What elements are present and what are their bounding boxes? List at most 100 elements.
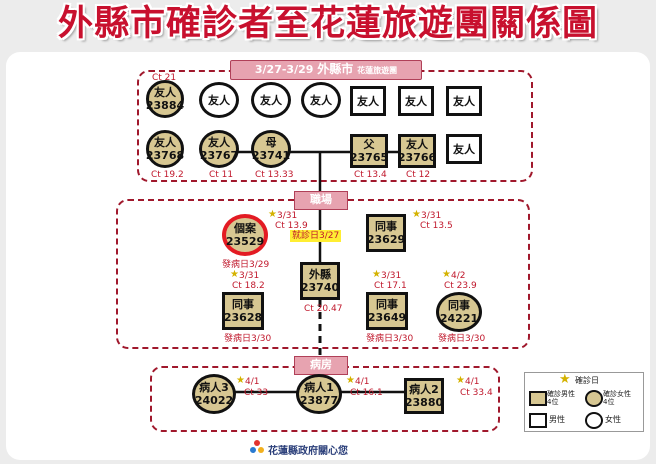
ct-value-23877: Ct 16.1 [350,388,383,398]
confirm-date-24221: 4/2 [451,271,466,281]
tour-suffix: 花蓮旅遊團 [357,66,398,75]
case-number: 23649 [367,311,407,324]
tour-tag: 3/27-3/29 外縣市 花蓮旅遊團 [230,60,422,80]
ct-value-23741: Ct 13.33 [255,170,294,180]
tour-city: 外縣市 [317,62,354,76]
case-number: 23880 [404,396,444,409]
node-label: 友人 [453,142,475,156]
confirm-date-24022: 4/1 [245,377,260,387]
legend-confirmed-female-swatch [585,390,603,407]
ct-value-23628: Ct 18.2 [232,281,265,291]
onset-date-23529: 發病日3/29 [222,260,270,270]
ct-value-23884: Ct 21 [152,73,177,83]
friend-male-node: 友人 [350,86,386,116]
onset-date-23628: 發病日3/30 [224,334,272,344]
friend-male-node: 友人 [446,86,482,116]
star-icon: ★ [236,375,245,386]
case-number: 23628 [223,311,263,324]
ct-value-23740: Ct 20.47 [304,304,343,314]
node-label: 同事 [376,298,398,311]
confirm-date-23628: 3/31 [239,271,260,281]
legend-male-swatch [529,413,547,428]
node-label: 友人 [154,86,176,99]
friend-female-node: 友人 [301,82,341,118]
ct-value-23880: Ct 33.4 [460,388,493,398]
friend-male-node: 友人 [446,134,482,164]
case-number: 23766 [397,151,437,164]
legend-confirmed-male-label: 確診男性 4位 [547,390,575,406]
legend-female-label: 女性 [605,415,621,424]
node-label: 外縣 [309,268,331,281]
confirm-date-23880: 4/1 [465,377,480,387]
star-icon: ★ [559,372,571,387]
node-label: 友人 [208,136,230,149]
node-label: 友人 [357,94,379,108]
node-label: 同事 [232,298,254,311]
legend-star-label: 確診日 [575,376,599,385]
case-number: 23629 [366,233,406,246]
ct-value-23529: Ct 13.9 [275,221,308,231]
case-number: 23767 [199,149,239,162]
ct-value-23766: Ct 12 [406,170,431,180]
legend-confirmed-male-swatch [529,391,547,406]
node-label: 友人 [260,93,282,107]
case-number: 23740 [300,281,340,294]
star-icon: ★ [442,269,451,280]
ct-value-23767: Ct 11 [209,170,234,180]
node-label: 個案 [234,222,256,235]
friend-female-node: 友人 [251,82,291,118]
onset-date-23649: 發病日3/30 [366,334,414,344]
workplace-tag: 職場 [294,191,348,210]
case-number: 23877 [299,394,339,407]
friend-female-node: 友人 [199,82,239,118]
onset-date-24221: 發病日3/30 [438,334,486,344]
friend-male-node: 友人 [398,86,434,116]
star-icon: ★ [372,269,381,280]
case-number: 23529 [225,235,265,248]
node-label: 同事 [448,299,470,312]
ct-value-23629: Ct 13.5 [420,221,453,231]
confirm-date-23529: 3/31 [277,211,298,221]
node-label: 病人1 [304,381,334,394]
county-logo-icon [250,440,264,454]
legend: ★ 確診日 確診男性 4位 確診女性 4位 男性 女性 [524,372,644,432]
footer-text: 花蓮縣政府關心您 [268,446,348,457]
ct-value-23768: Ct 19.2 [151,170,184,180]
ct-value-24022: Ct 33 [244,388,269,398]
case-number: 23765 [349,151,389,164]
page-title: 外縣市確診者至花蓮旅遊團關係圖 [57,4,598,44]
case-number: 23768 [145,149,185,162]
tour-date: 3/27-3/29 [254,63,314,76]
ct-value-24221: Ct 23.9 [444,281,477,291]
case-number: 23884 [145,99,185,112]
node-label: 病人2 [409,383,439,396]
node-label: 同事 [375,220,397,233]
legend-confirmed-female-label: 確診女性 4位 [603,390,631,406]
star-icon: ★ [230,269,239,280]
case-number: 24022 [194,394,234,407]
star-icon: ★ [346,375,355,386]
node-label: 友人 [154,136,176,149]
ct-value-23649: Ct 17.1 [374,281,407,291]
node-label: 友人 [310,93,332,107]
node-label: 友人 [453,94,475,108]
star-icon: ★ [456,375,465,386]
ward-tag: 病房 [294,356,348,375]
legend-female-swatch [585,412,603,429]
confirm-date-23649: 3/31 [381,271,402,281]
star-icon: ★ [268,209,277,220]
node-label: 母 [265,136,277,149]
case-number: 24221 [439,312,479,325]
